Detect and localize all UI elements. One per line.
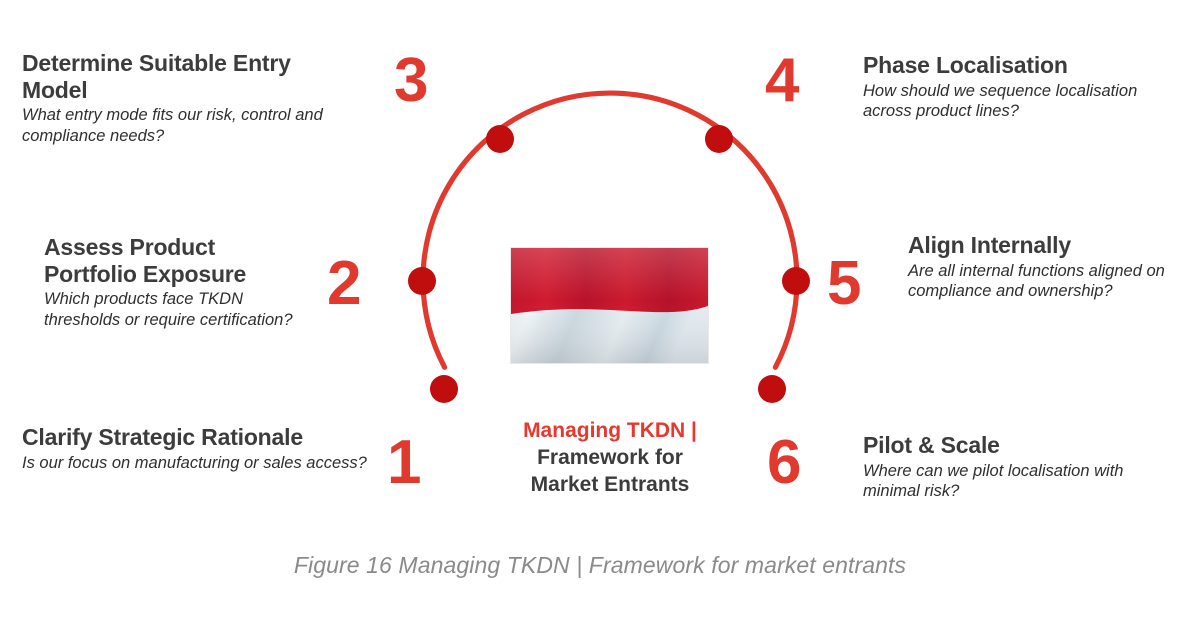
step-6-number: 6 xyxy=(767,428,801,497)
step-4-question: How should we sequence localisation acro… xyxy=(863,81,1138,121)
step-4-title: Phase Localisation xyxy=(863,52,1068,78)
arc-node-5 xyxy=(782,267,810,295)
arc-node-6 xyxy=(758,375,786,403)
step-6-question: Where can we pilot localisation with min… xyxy=(863,461,1124,501)
step-1-title: Clarify Strategic Rationale xyxy=(22,424,303,450)
step-5: Align Internally Are all internal functi… xyxy=(908,232,1178,302)
step-3: Determine Suitable Entry Model What entr… xyxy=(22,50,362,147)
step-1-question: Is our focus on manufacturing or sales a… xyxy=(22,453,367,472)
step-1: Clarify Strategic Rationale Is our focus… xyxy=(22,424,374,473)
step-2: Assess Product Portfolio Exposure Which … xyxy=(44,234,294,331)
step-3-question: What entry mode fits our risk, control a… xyxy=(22,106,323,145)
flag-graphic xyxy=(511,248,708,363)
step-2-number: 2 xyxy=(327,249,361,318)
figure-caption: Figure 16 Managing TKDN | Framework for … xyxy=(293,552,907,578)
arc-node-4 xyxy=(705,125,733,153)
step-2-title: Assess Product Portfolio Exposure xyxy=(44,234,247,287)
step-4: Phase Localisation How should we sequenc… xyxy=(863,52,1183,122)
step-1-number: 1 xyxy=(387,428,421,497)
step-4-number: 4 xyxy=(765,46,799,115)
step-6: Pilot & Scale Where can we pilot localis… xyxy=(863,432,1175,502)
step-3-number: 3 xyxy=(394,46,428,115)
arc-node-2 xyxy=(408,267,436,295)
step-6-title: Pilot & Scale xyxy=(863,432,1000,458)
step-2-question: Which products face TKDN thresholds or r… xyxy=(44,290,293,329)
center-label-line3: Market Entrants xyxy=(530,472,690,496)
center-label: Managing TKDN | Framework for Market Ent… xyxy=(460,418,760,499)
step-5-number: 5 xyxy=(827,249,861,318)
step-3-title: Determine Suitable Entry Model xyxy=(22,50,291,103)
center-label-line2: Framework for xyxy=(537,445,683,469)
step-5-title: Align Internally xyxy=(908,232,1071,258)
step-5-question: Are all internal functions aligned on co… xyxy=(908,261,1165,301)
arc-node-3 xyxy=(486,125,514,153)
arc-node-1 xyxy=(430,375,458,403)
center-label-line1: Managing TKDN | xyxy=(523,419,697,442)
indonesia-flag xyxy=(511,248,708,363)
